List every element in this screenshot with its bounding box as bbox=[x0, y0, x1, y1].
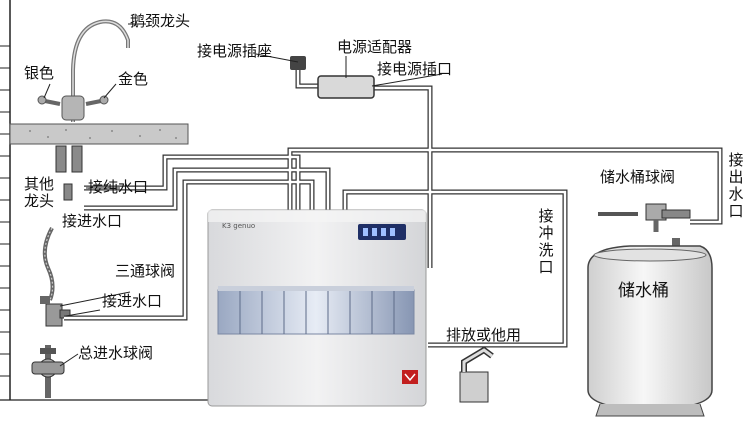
label-flush-port: 接冲洗口 bbox=[538, 207, 554, 276]
label-gooseneck-faucet: 鹅颈龙头 bbox=[130, 12, 191, 30]
label-inlet-port-lower: 接进水口 bbox=[102, 292, 163, 310]
wall bbox=[0, 0, 210, 401]
label-storage-tank: 储水桶 bbox=[618, 281, 669, 301]
label-silver: 银色 bbox=[24, 64, 55, 82]
storage-tank-icon bbox=[587, 238, 713, 417]
label-power-adapter: 电源适配器 bbox=[337, 38, 413, 56]
main-inlet-valve-icon bbox=[31, 345, 65, 398]
label-drain: 排放或他用 bbox=[446, 326, 522, 344]
label-main-inlet-valve: 总进水球阀 bbox=[78, 344, 154, 362]
drain-pipe-icon bbox=[459, 346, 494, 403]
pipes bbox=[64, 68, 723, 348]
power-plug-icon bbox=[290, 56, 306, 70]
countertop bbox=[9, 123, 189, 145]
ro-purifier-unit bbox=[207, 209, 427, 407]
gooseneck-faucet-icon bbox=[37, 19, 130, 122]
leader-lines bbox=[43, 23, 443, 367]
label-other-faucet: 其他龙头 bbox=[23, 175, 54, 210]
label-power-socket: 接电源插座 bbox=[197, 42, 273, 60]
label-gold: 金色 bbox=[118, 70, 149, 88]
label-inlet-port-upper: 接进水口 bbox=[62, 212, 123, 230]
label-power-port: 接电源插口 bbox=[377, 60, 453, 78]
label-outlet-port: 接出水口 bbox=[728, 151, 744, 220]
label-tank-ball-valve: 储水桶球阀 bbox=[600, 168, 676, 186]
tee-ball-valve-icon bbox=[40, 296, 71, 327]
tank-ball-valve-icon bbox=[598, 203, 691, 232]
other-faucet-hose-icon bbox=[42, 227, 55, 301]
label-tee-ball-valve: 三通球阀 bbox=[115, 262, 176, 280]
device-brand-text: K3 genuo bbox=[222, 222, 255, 230]
under-counter-valves-icon bbox=[55, 145, 83, 201]
power-adapter-icon bbox=[317, 75, 375, 99]
label-pure-water-port: 接纯水口 bbox=[88, 178, 149, 196]
